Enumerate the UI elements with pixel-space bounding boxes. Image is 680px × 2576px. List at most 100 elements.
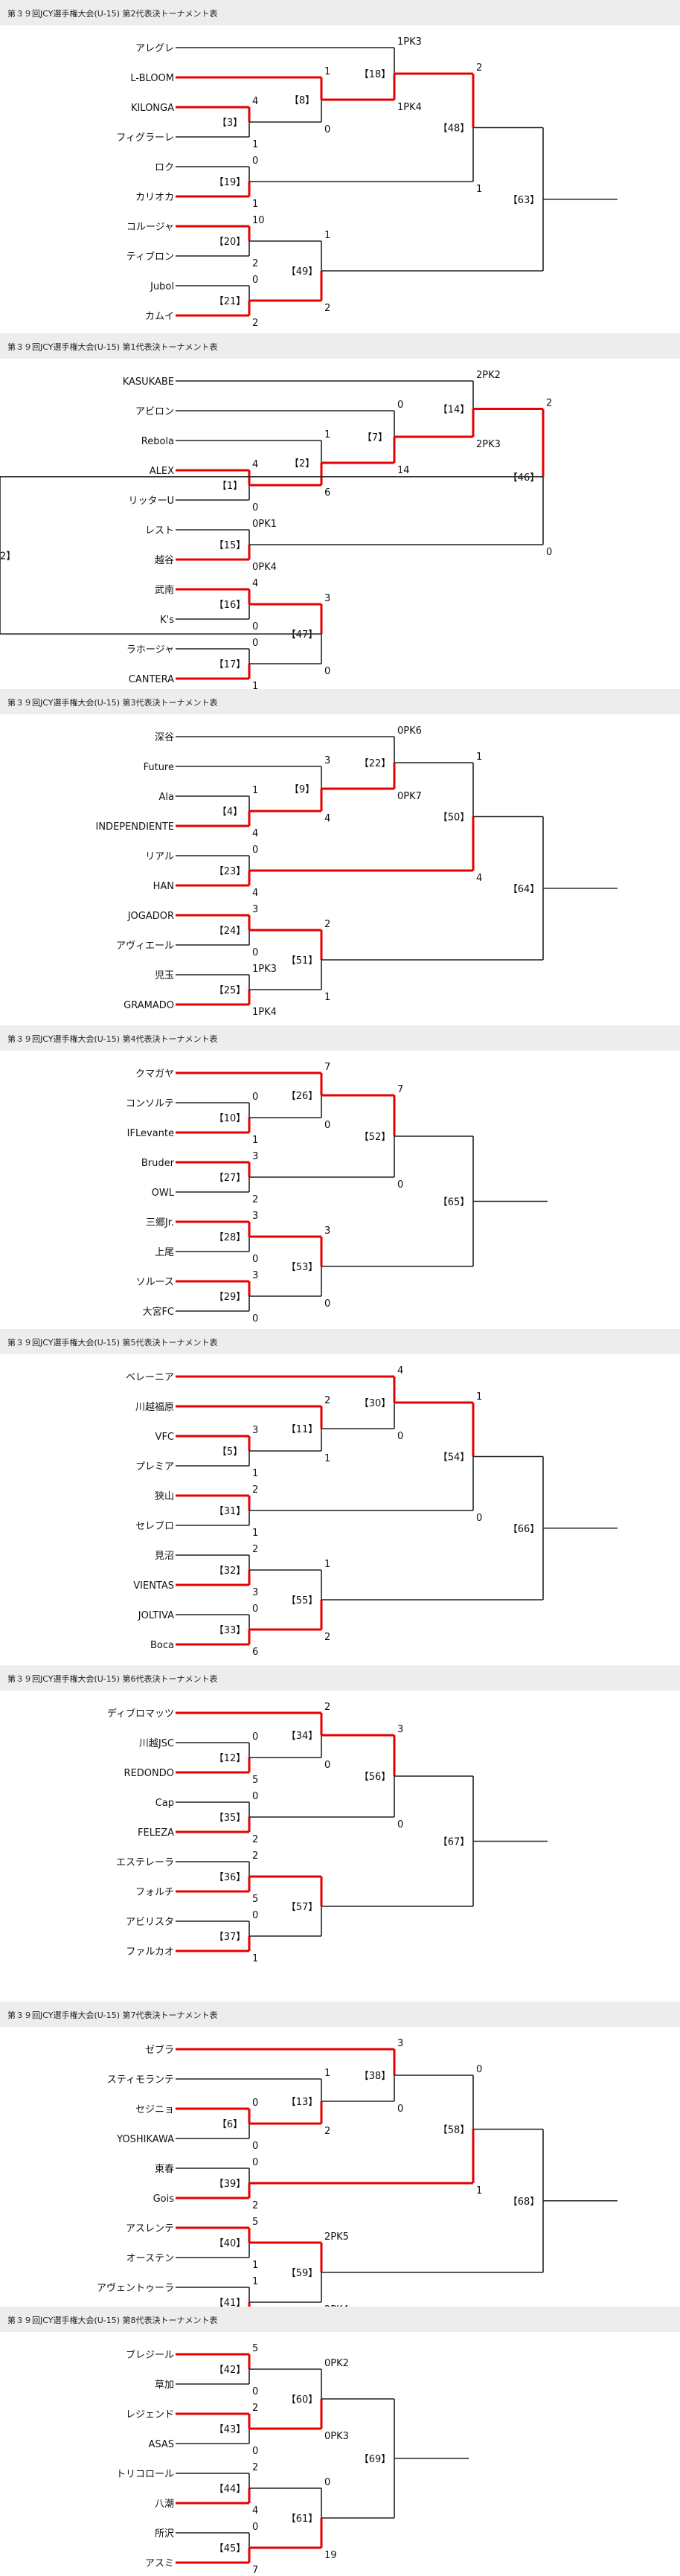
match-number: 【51】 xyxy=(286,955,318,967)
match-number: 【16】 xyxy=(214,600,246,611)
section-title: 第３９回JCY選手権大会(U-15) 第5代表決トーナメント表 xyxy=(7,1337,218,1348)
team-name: 大宮FC xyxy=(142,1306,174,1318)
match-score: 2 xyxy=(252,1484,258,1496)
match-number: 【26】 xyxy=(286,1091,318,1102)
match-number: 【65】 xyxy=(438,1197,470,1208)
match-number: 【67】 xyxy=(438,1837,470,1848)
team-name: カムイ xyxy=(145,311,174,322)
match-score: 4 xyxy=(252,828,258,839)
match-score: 0 xyxy=(397,1431,403,1442)
match-score: 7 xyxy=(252,2565,258,2576)
match-score: 1 xyxy=(252,1135,258,1146)
team-name: リッターU xyxy=(128,496,174,507)
team-name: ソルース xyxy=(136,1277,174,1288)
match-score: 1 xyxy=(252,1468,258,1479)
team-name: ティブロン xyxy=(126,251,174,263)
match-score: 3 xyxy=(324,755,330,766)
team-name: アビリスタ xyxy=(126,1917,174,1928)
bracket-section: 第３９回JCY選手権大会(U-15) 第6代表決トーナメント表ディブロマッツ川越… xyxy=(0,1665,680,1964)
match-number: 【11】 xyxy=(286,1424,318,1435)
match-number: 【63】 xyxy=(508,195,540,206)
match-score: 0 xyxy=(252,621,258,632)
match-score: 0 xyxy=(252,1254,258,1265)
match-score: 0PK6 xyxy=(397,725,422,737)
team-name: Rebola xyxy=(141,436,174,447)
match-number: 【64】 xyxy=(508,884,540,895)
section-header-bar xyxy=(0,1025,680,1051)
match-score: 3 xyxy=(252,1425,258,1436)
match-score: 0PK1 xyxy=(252,519,277,530)
match-score: 3 xyxy=(397,2038,403,2049)
match-score: 0 xyxy=(397,400,403,411)
team-name: Future xyxy=(144,762,174,773)
team-name: アヴィエール xyxy=(116,940,174,952)
team-name: 見沼 xyxy=(155,1551,174,1562)
match-score: 1PK4 xyxy=(397,102,422,113)
team-name: アレグレ xyxy=(135,43,174,54)
match-score: 1 xyxy=(476,2185,482,2197)
match-score: 0 xyxy=(324,1760,330,1771)
team-name: フォルチ xyxy=(135,1887,174,1898)
match-score: 0 xyxy=(324,1298,330,1310)
match-number: 【57】 xyxy=(286,1902,318,1913)
match-score: 2 xyxy=(324,1702,330,1713)
match-number: 【24】 xyxy=(214,926,246,937)
match-number: 【29】 xyxy=(214,1292,246,1303)
team-name: コルージャ xyxy=(126,222,174,233)
team-name: ゼブラ xyxy=(145,2044,174,2056)
section-title: 第３９回JCY選手権大会(U-15) 第4代表決トーナメント表 xyxy=(7,1034,218,1044)
team-name: ファルカオ xyxy=(126,1947,174,1958)
match-score: 1 xyxy=(252,1953,258,1964)
match-score: 1 xyxy=(324,992,330,1003)
match-number: 【37】 xyxy=(214,1932,246,1943)
section-title: 第３９回JCY選手権大会(U-15) 第8代表決トーナメント表 xyxy=(7,2315,218,2325)
match-score: 1 xyxy=(476,184,482,195)
match-score: 2 xyxy=(252,258,258,269)
section-title: 第３９回JCY選手権大会(U-15) 第1代表決トーナメント表 xyxy=(7,342,218,352)
match-number: 【55】 xyxy=(286,1595,318,1606)
match-score: 1 xyxy=(252,681,258,692)
match-score: 0 xyxy=(252,156,258,167)
team-name: アスレンテ xyxy=(126,2223,174,2234)
team-name: 上尾 xyxy=(155,1247,174,1258)
section-header-bar xyxy=(0,1665,680,1691)
match-number: 【44】 xyxy=(214,2484,246,2495)
team-name: YOSHIKAWA xyxy=(116,2134,174,2145)
team-name: 東春 xyxy=(155,2163,174,2175)
match-number: 【47】 xyxy=(286,629,318,641)
match-score: 0 xyxy=(252,947,258,958)
match-number: 【20】 xyxy=(214,237,246,248)
team-name: プレミア xyxy=(135,1461,174,1473)
match-score: 0 xyxy=(324,666,330,677)
match-score: 0PK4 xyxy=(252,562,277,573)
match-number: 【62】 xyxy=(0,551,16,562)
match-score: 5 xyxy=(252,1894,258,1905)
match-number: 【40】 xyxy=(214,2238,246,2249)
match-number: 【42】 xyxy=(214,2365,246,2376)
match-number: 【39】 xyxy=(214,2179,246,2190)
team-name: Cap xyxy=(155,1798,174,1809)
team-name: 深谷 xyxy=(155,732,174,743)
team-name: ASAS xyxy=(148,2439,174,2450)
team-name: アヴェントゥーラ xyxy=(97,2282,174,2294)
team-name: Ala xyxy=(159,792,174,803)
bracket-section: 第３９回JCY選手権大会(U-15) 第7代表決トーナメント表ゼブラスティモラン… xyxy=(0,2002,680,2330)
team-name: ラホージャ xyxy=(126,644,174,656)
match-score: 0PK2 xyxy=(324,2358,349,2369)
match-number: 【49】 xyxy=(286,266,318,278)
match-score: 2 xyxy=(252,2462,258,2473)
match-score: 4 xyxy=(324,813,330,824)
match-number: 【66】 xyxy=(508,1524,540,1535)
match-score: 3 xyxy=(252,1587,258,1598)
match-number: 【14】 xyxy=(438,405,470,416)
section-title: 第３９回JCY選手権大会(U-15) 第6代表決トーナメント表 xyxy=(7,1673,218,1684)
match-score: 1PK4 xyxy=(252,1007,277,1018)
match-score: 1PK3 xyxy=(397,36,422,48)
match-number: 【38】 xyxy=(359,2071,391,2082)
section-title: 第３９回JCY選手権大会(U-15) 第3代表決トーナメント表 xyxy=(7,697,218,708)
match-number: 【12】 xyxy=(214,1753,246,1764)
match-score: 0 xyxy=(324,124,330,135)
match-score: 4 xyxy=(252,2505,258,2516)
team-name: ディブロマッツ xyxy=(107,1708,174,1720)
section-title: 第３９回JCY選手権大会(U-15) 第2代表決トーナメント表 xyxy=(7,8,218,19)
